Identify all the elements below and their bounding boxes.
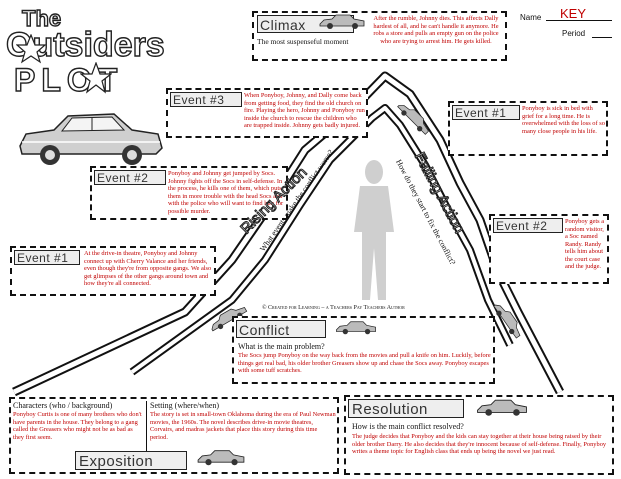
resolution-answer: The judge decides that Ponyboy and the k… [352,433,607,456]
exposition-setting-answer: The story is set in small-town Oklahoma … [150,411,336,441]
exposition-divider [146,401,147,451]
falling-event2-heading: Event #2 [493,218,563,233]
event1-answer: At the drive-in theatre, Ponyboy and Joh… [84,250,212,288]
period-label: Period [562,29,586,38]
car-icon [197,450,245,466]
event1-box: Event #1 At the drive-in theatre, Ponybo… [10,246,216,296]
car-icon [336,321,376,335]
resolution-heading: Resolution [348,399,464,418]
car-icon [19,113,163,165]
falling-event1-heading: Event #1 [452,105,520,120]
event3-answer: When Ponyboy, Johnny, and Dally come bac… [244,92,365,130]
car-icon [477,399,527,416]
figure-silhouette [354,160,394,300]
exposition-characters-answer: Ponyboy Curtis is one of many brothers w… [13,411,142,441]
event2-box: Event #2 Ponyboy and Johnny get jumped b… [90,166,288,220]
event2-answer: Ponyboy and Johnny get jumped by Socs. J… [168,170,284,215]
falling-event2-box: Event #2 Ponyboy gets a random visitor, … [489,214,609,284]
resolution-prompt: How is the main conflict resolved? [352,422,464,431]
climax-answer: After the rumble, Johnny dies. This affe… [373,15,499,45]
car-icon [493,304,521,339]
period-field-line [592,37,612,38]
star-icon [16,34,46,64]
exposition-heading: Exposition [75,451,187,470]
exposition-box: Characters (who / background) Ponyboy Cu… [9,397,339,474]
name-label: Name [520,13,542,22]
event1-heading: Event #1 [14,250,80,265]
conflict-heading: Conflict [236,320,326,338]
star-icon [80,62,112,94]
title-line-1: The [21,6,62,31]
event2-heading: Event #2 [94,170,166,185]
climax-box: Climax The most suspenseful moment After… [252,11,507,61]
car-icon [397,105,429,135]
car-icon [319,14,365,29]
climax-prompt: The most suspenseful moment [257,37,349,46]
exposition-characters-label: Characters (who / background) [13,401,113,410]
exposition-setting-label: Setting (where/when) [150,401,220,410]
name-field-line [546,20,612,21]
falling-event1-box: Event #1 Ponyboy is sick in bed with gri… [448,101,608,156]
falling-event2-answer: Ponyboy gets a random visitor, a Soc nam… [565,218,605,271]
event3-heading: Event #3 [170,92,242,107]
conflict-prompt: What is the main problem? [238,342,325,351]
conflict-answer: The Socs jump Ponyboy on the way back fr… [238,352,491,375]
name-value: KEY [560,6,587,21]
credit-line: © Created for Learning – a Teachers Pay … [262,305,405,311]
falling-event1-answer: Ponyboy is sick in bed with grief for a … [522,105,605,135]
event3-box: Event #3 When Ponyboy, Johnny, and Dally… [166,88,368,138]
